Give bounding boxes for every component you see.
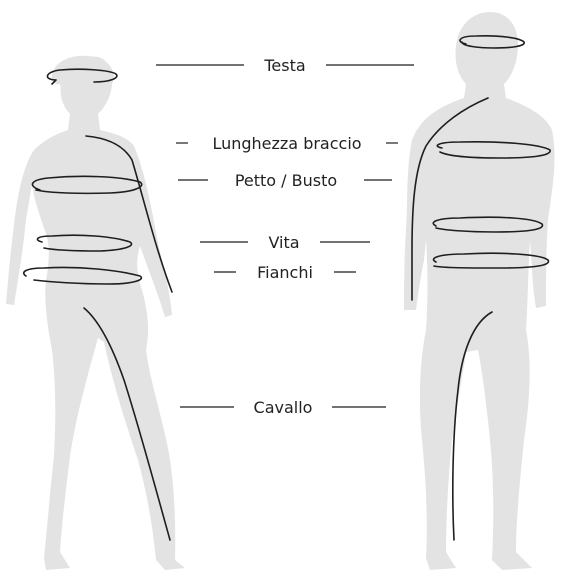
- label-testa: Testa: [264, 58, 305, 74]
- female-head: [6, 57, 185, 570]
- label-lunghezza-braccio: Lunghezza braccio: [212, 136, 361, 152]
- label-cavallo: Cavallo: [254, 400, 313, 416]
- label-vita: Vita: [268, 235, 299, 251]
- male-silhouette: [404, 12, 555, 570]
- label-petto-busto: Petto / Busto: [235, 173, 337, 189]
- female-silhouette: [6, 56, 185, 570]
- label-fianchi: Fianchi: [257, 265, 313, 281]
- male-head: [404, 12, 555, 570]
